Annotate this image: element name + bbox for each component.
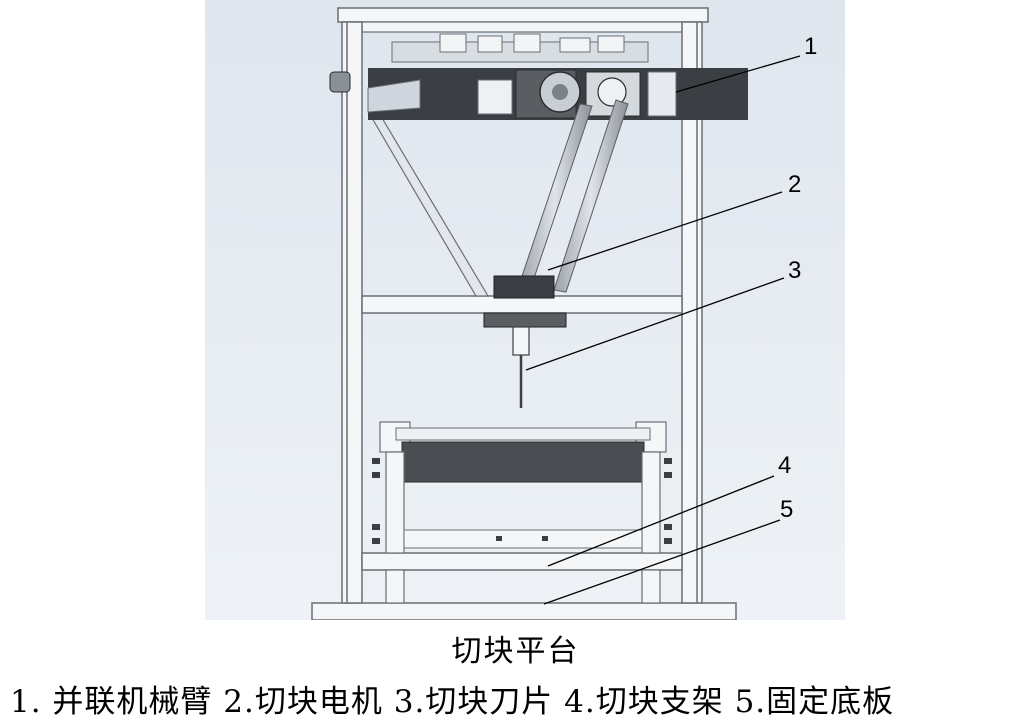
callout-4: 4 bbox=[778, 452, 791, 479]
frame-middle-shelf bbox=[361, 295, 683, 314]
cutting-blade bbox=[512, 326, 530, 408]
cutting-platform-diagram: 1 2 3 4 5 bbox=[205, 0, 845, 620]
callout-3: 3 bbox=[788, 257, 801, 284]
parallel-arm bbox=[329, 33, 748, 120]
frame-top-beam bbox=[361, 21, 683, 33]
lower-supports bbox=[385, 569, 661, 604]
figure-title: 切块平台 bbox=[451, 634, 580, 669]
fixed-base-plate bbox=[311, 602, 737, 620]
leader-lines bbox=[525, 55, 801, 605]
frame-lower-shelf bbox=[361, 552, 683, 571]
callout-5: 5 bbox=[780, 496, 793, 523]
figure-legend: 1. 并联机械臂 2.切块电机 3.切块刀片 4.切块支架 5.固定底板 bbox=[10, 684, 895, 720]
callout-2: 2 bbox=[788, 171, 801, 198]
cutting-bracket bbox=[372, 421, 672, 554]
callout-1: 1 bbox=[804, 33, 817, 60]
frame-top-cap bbox=[337, 7, 709, 23]
